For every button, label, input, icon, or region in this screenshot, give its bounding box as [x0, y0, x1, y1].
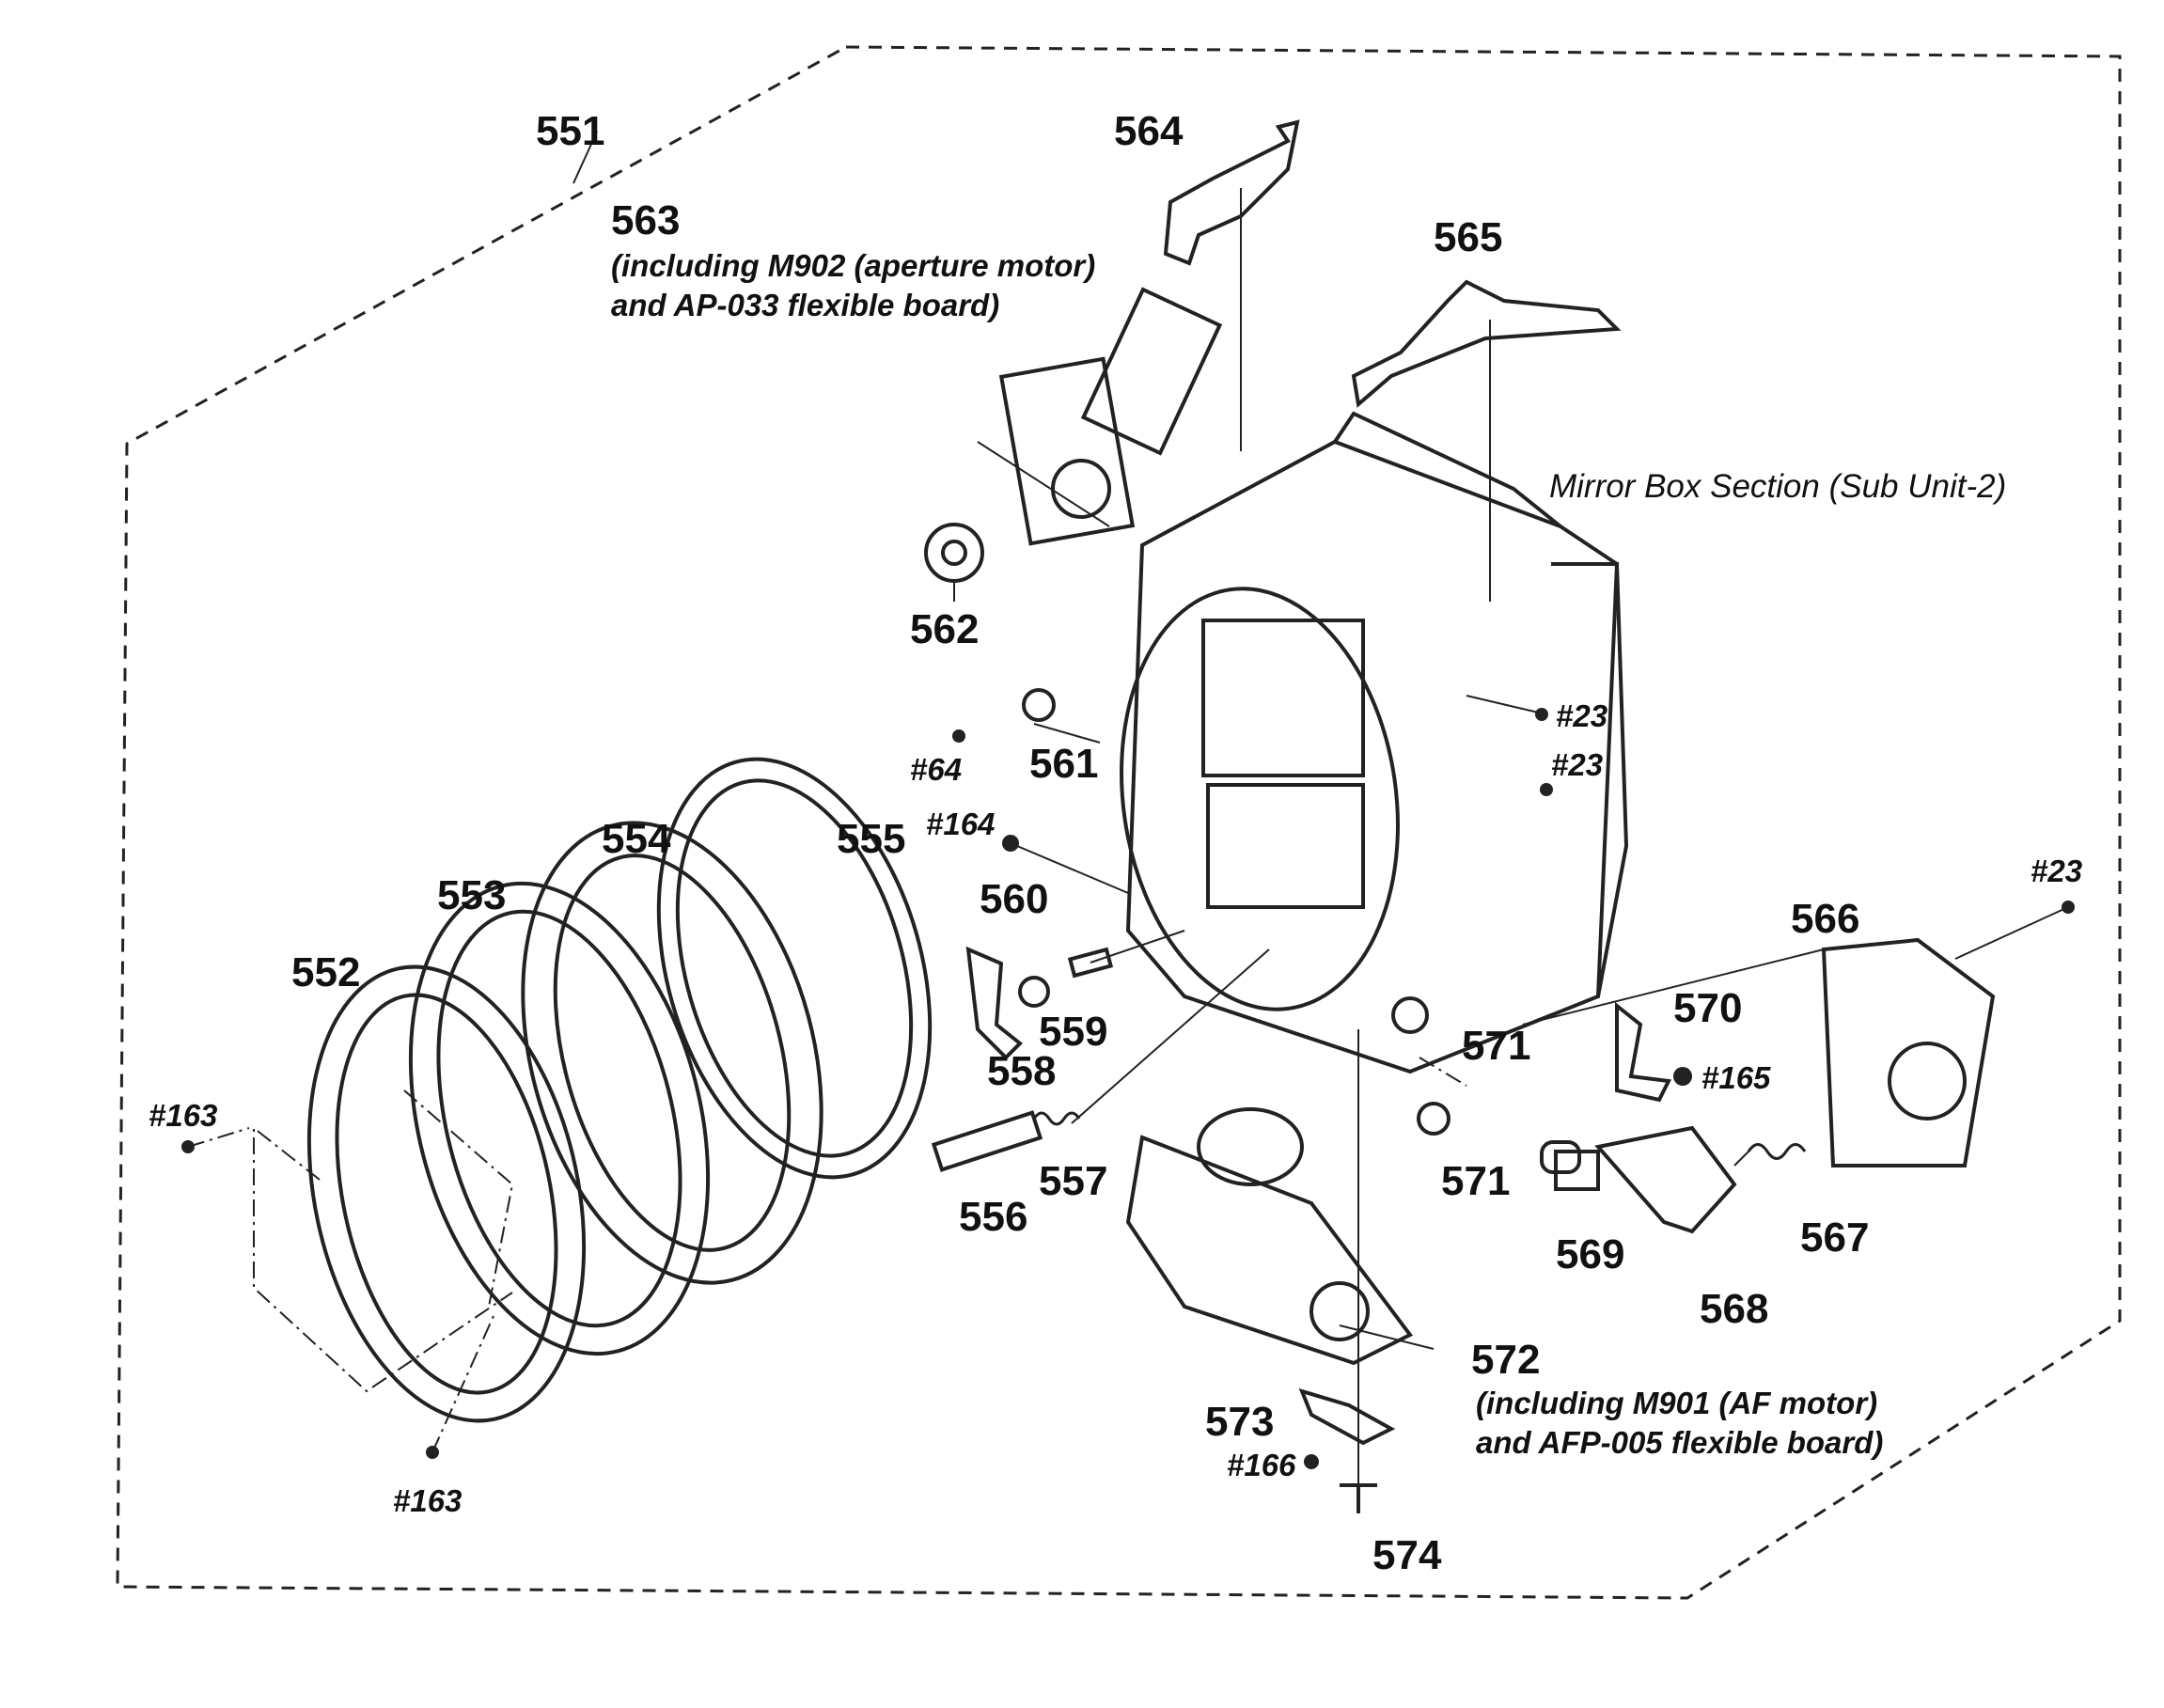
part-label-562: 562 [910, 606, 980, 652]
screws [181, 708, 2075, 1469]
part-label-560: 560 [980, 876, 1049, 922]
plate-565 [1351, 279, 1622, 408]
part-label-566: 566 [1791, 896, 1860, 942]
note-563-line-2: and AP-033 flexible board) [611, 288, 1000, 322]
part-label-555: 555 [837, 816, 906, 862]
af-motor-unit-572 [1125, 1107, 1414, 1366]
screw-label-23-a: #23 [1556, 698, 1608, 733]
plate-564 [1163, 119, 1300, 266]
part-label-573: 573 [1205, 1399, 1275, 1445]
part-label-565: 565 [1434, 214, 1503, 260]
screw-label-163-left: #163 [149, 1098, 218, 1133]
parts-558-559-560-561 [965, 688, 1451, 1136]
note-572: (including M901 (AF motor) and AFP-005 f… [1476, 1384, 1883, 1463]
part-label-571-upper: 571 [1462, 1023, 1531, 1069]
part-label-558: 558 [987, 1048, 1057, 1094]
part-label-551: 551 [536, 108, 605, 154]
assembly-boundary-551 [116, 45, 2122, 1600]
part-label-570: 570 [1673, 985, 1743, 1031]
dash-dot-lines [187, 1057, 1467, 1453]
note-572-line-2: and AFP-005 flexible board) [1476, 1425, 1884, 1460]
screw-label-164: #164 [926, 807, 996, 841]
part-label-557: 557 [1039, 1158, 1108, 1204]
spring-567 [1747, 1143, 1807, 1160]
pin-556 [931, 1110, 1043, 1172]
ring-554 [521, 821, 823, 1285]
part-label-571-lower: 571 [1441, 1158, 1511, 1204]
part-label-572: 572 [1471, 1337, 1541, 1383]
part-label-561: 561 [1029, 741, 1099, 787]
screw-label-165: #165 [1701, 1060, 1771, 1095]
ring-555 [656, 757, 933, 1180]
part-label-563: 563 [611, 197, 681, 243]
gear-562 [924, 523, 984, 583]
parts-569-570-573-574 [1298, 1001, 1672, 1513]
bracket-566 [1821, 937, 1996, 1167]
mirror-box-body [1120, 411, 1629, 1074]
spring-557 [1032, 1111, 1081, 1126]
screw-label-23-c: #23 [2031, 854, 2083, 888]
section-caption: Mirror Box Section (Sub Unit-2) [1549, 468, 2007, 505]
screw-label-163-bottom: #163 [393, 1483, 463, 1518]
ring-553 [408, 881, 711, 1356]
part-label-569: 569 [1556, 1231, 1625, 1277]
note-563: (including M902 (aperture motor) and AP-… [611, 246, 1095, 325]
ring-552 [306, 964, 587, 1423]
note-572-line-1: (including M901 (AF motor) [1476, 1386, 1878, 1420]
screw-label-64: #64 [910, 752, 963, 787]
part-label-553: 553 [437, 872, 507, 918]
screw-label-23-b: #23 [1551, 747, 1604, 782]
part-label-559: 559 [1039, 1009, 1108, 1055]
part-label-567: 567 [1800, 1214, 1870, 1261]
leader-lines [572, 131, 2069, 1485]
part-label-552: 552 [291, 949, 361, 995]
note-563-line-1: (including M902 (aperture motor) [611, 248, 1096, 283]
part-label-556: 556 [959, 1194, 1028, 1240]
lever-568 [1554, 1125, 1737, 1234]
part-label-574: 574 [1372, 1532, 1442, 1578]
part-label-564: 564 [1114, 108, 1184, 154]
part-label-568: 568 [1700, 1286, 1769, 1332]
aperture-motor-unit-563 [998, 287, 1223, 546]
part-label-554: 554 [602, 816, 671, 862]
screw-label-166: #166 [1227, 1448, 1296, 1482]
